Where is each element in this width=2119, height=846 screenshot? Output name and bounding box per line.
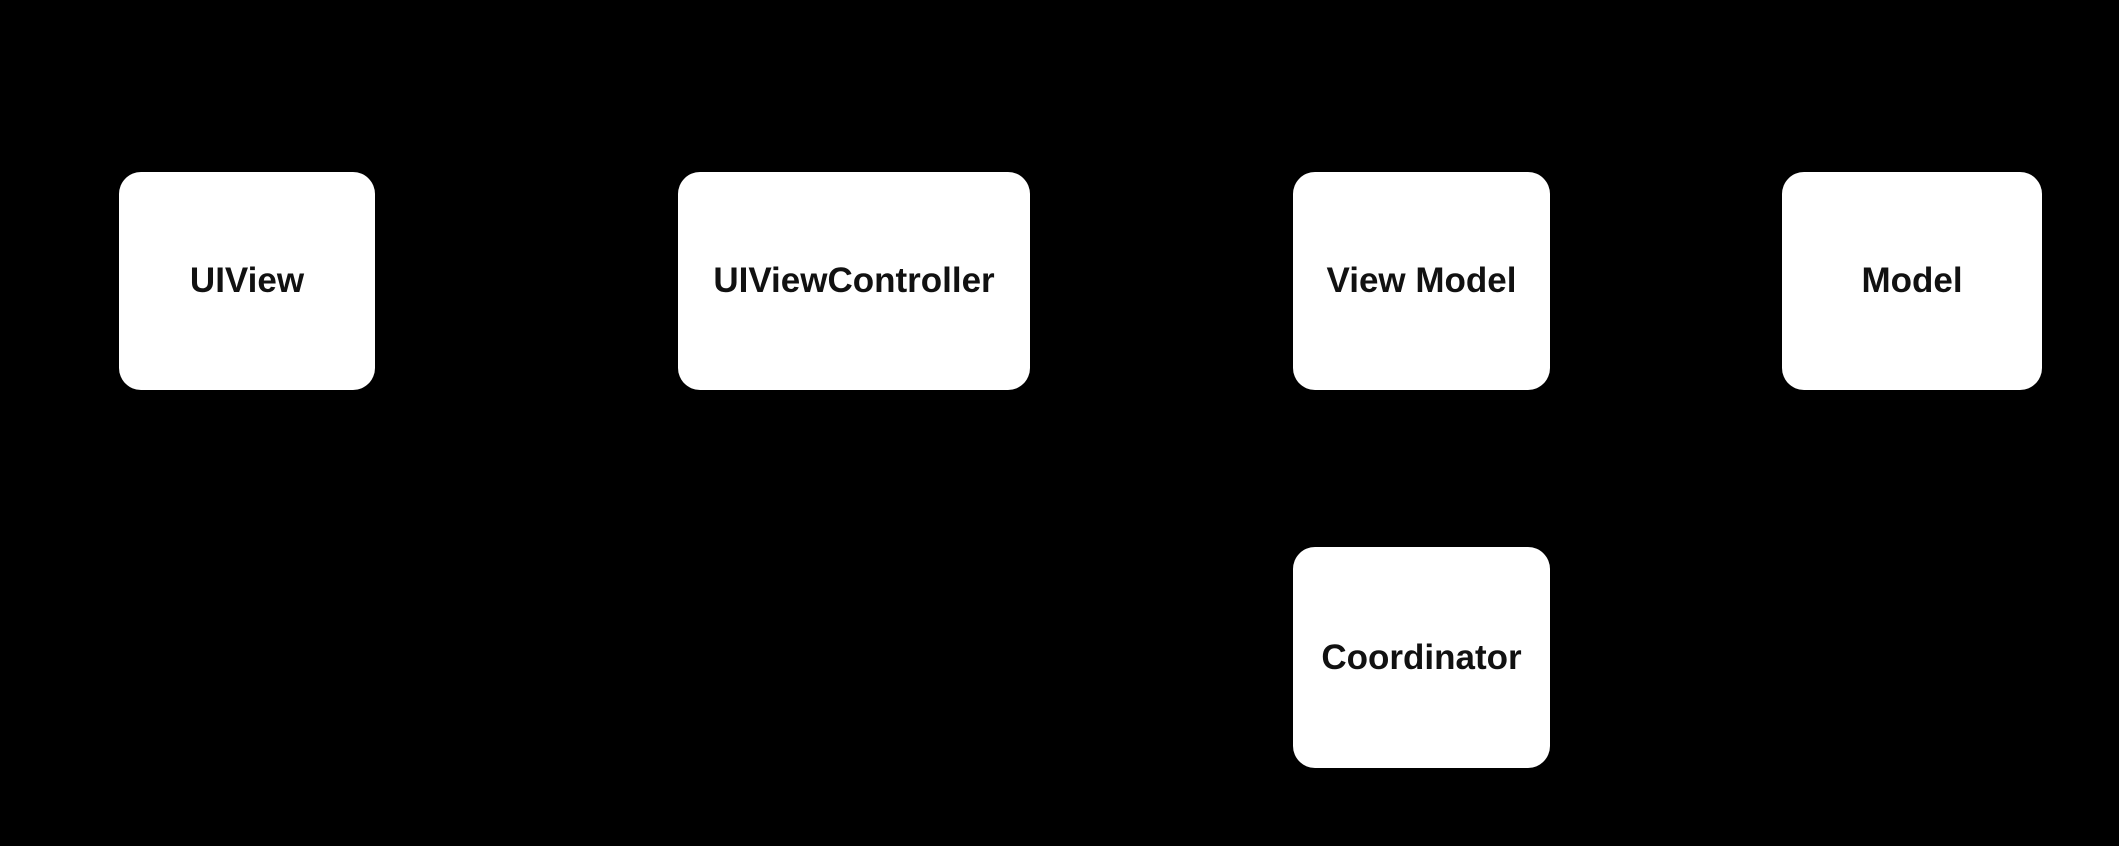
node-model-label: Model (1861, 261, 1963, 300)
node-model: Model (1782, 172, 2042, 390)
node-uiview: UIView (119, 172, 375, 390)
node-uiviewcontroller-label: UIViewController (713, 261, 995, 300)
node-coordinator-label: Coordinator (1321, 637, 1522, 677)
node-uiviewcontroller: UIViewController (678, 172, 1030, 390)
node-uiview-label: UIView (189, 261, 305, 300)
node-view-model-label: View Model (1326, 261, 1517, 300)
node-coordinator: Coordinator (1293, 547, 1550, 768)
node-view-model: View Model (1293, 172, 1550, 390)
